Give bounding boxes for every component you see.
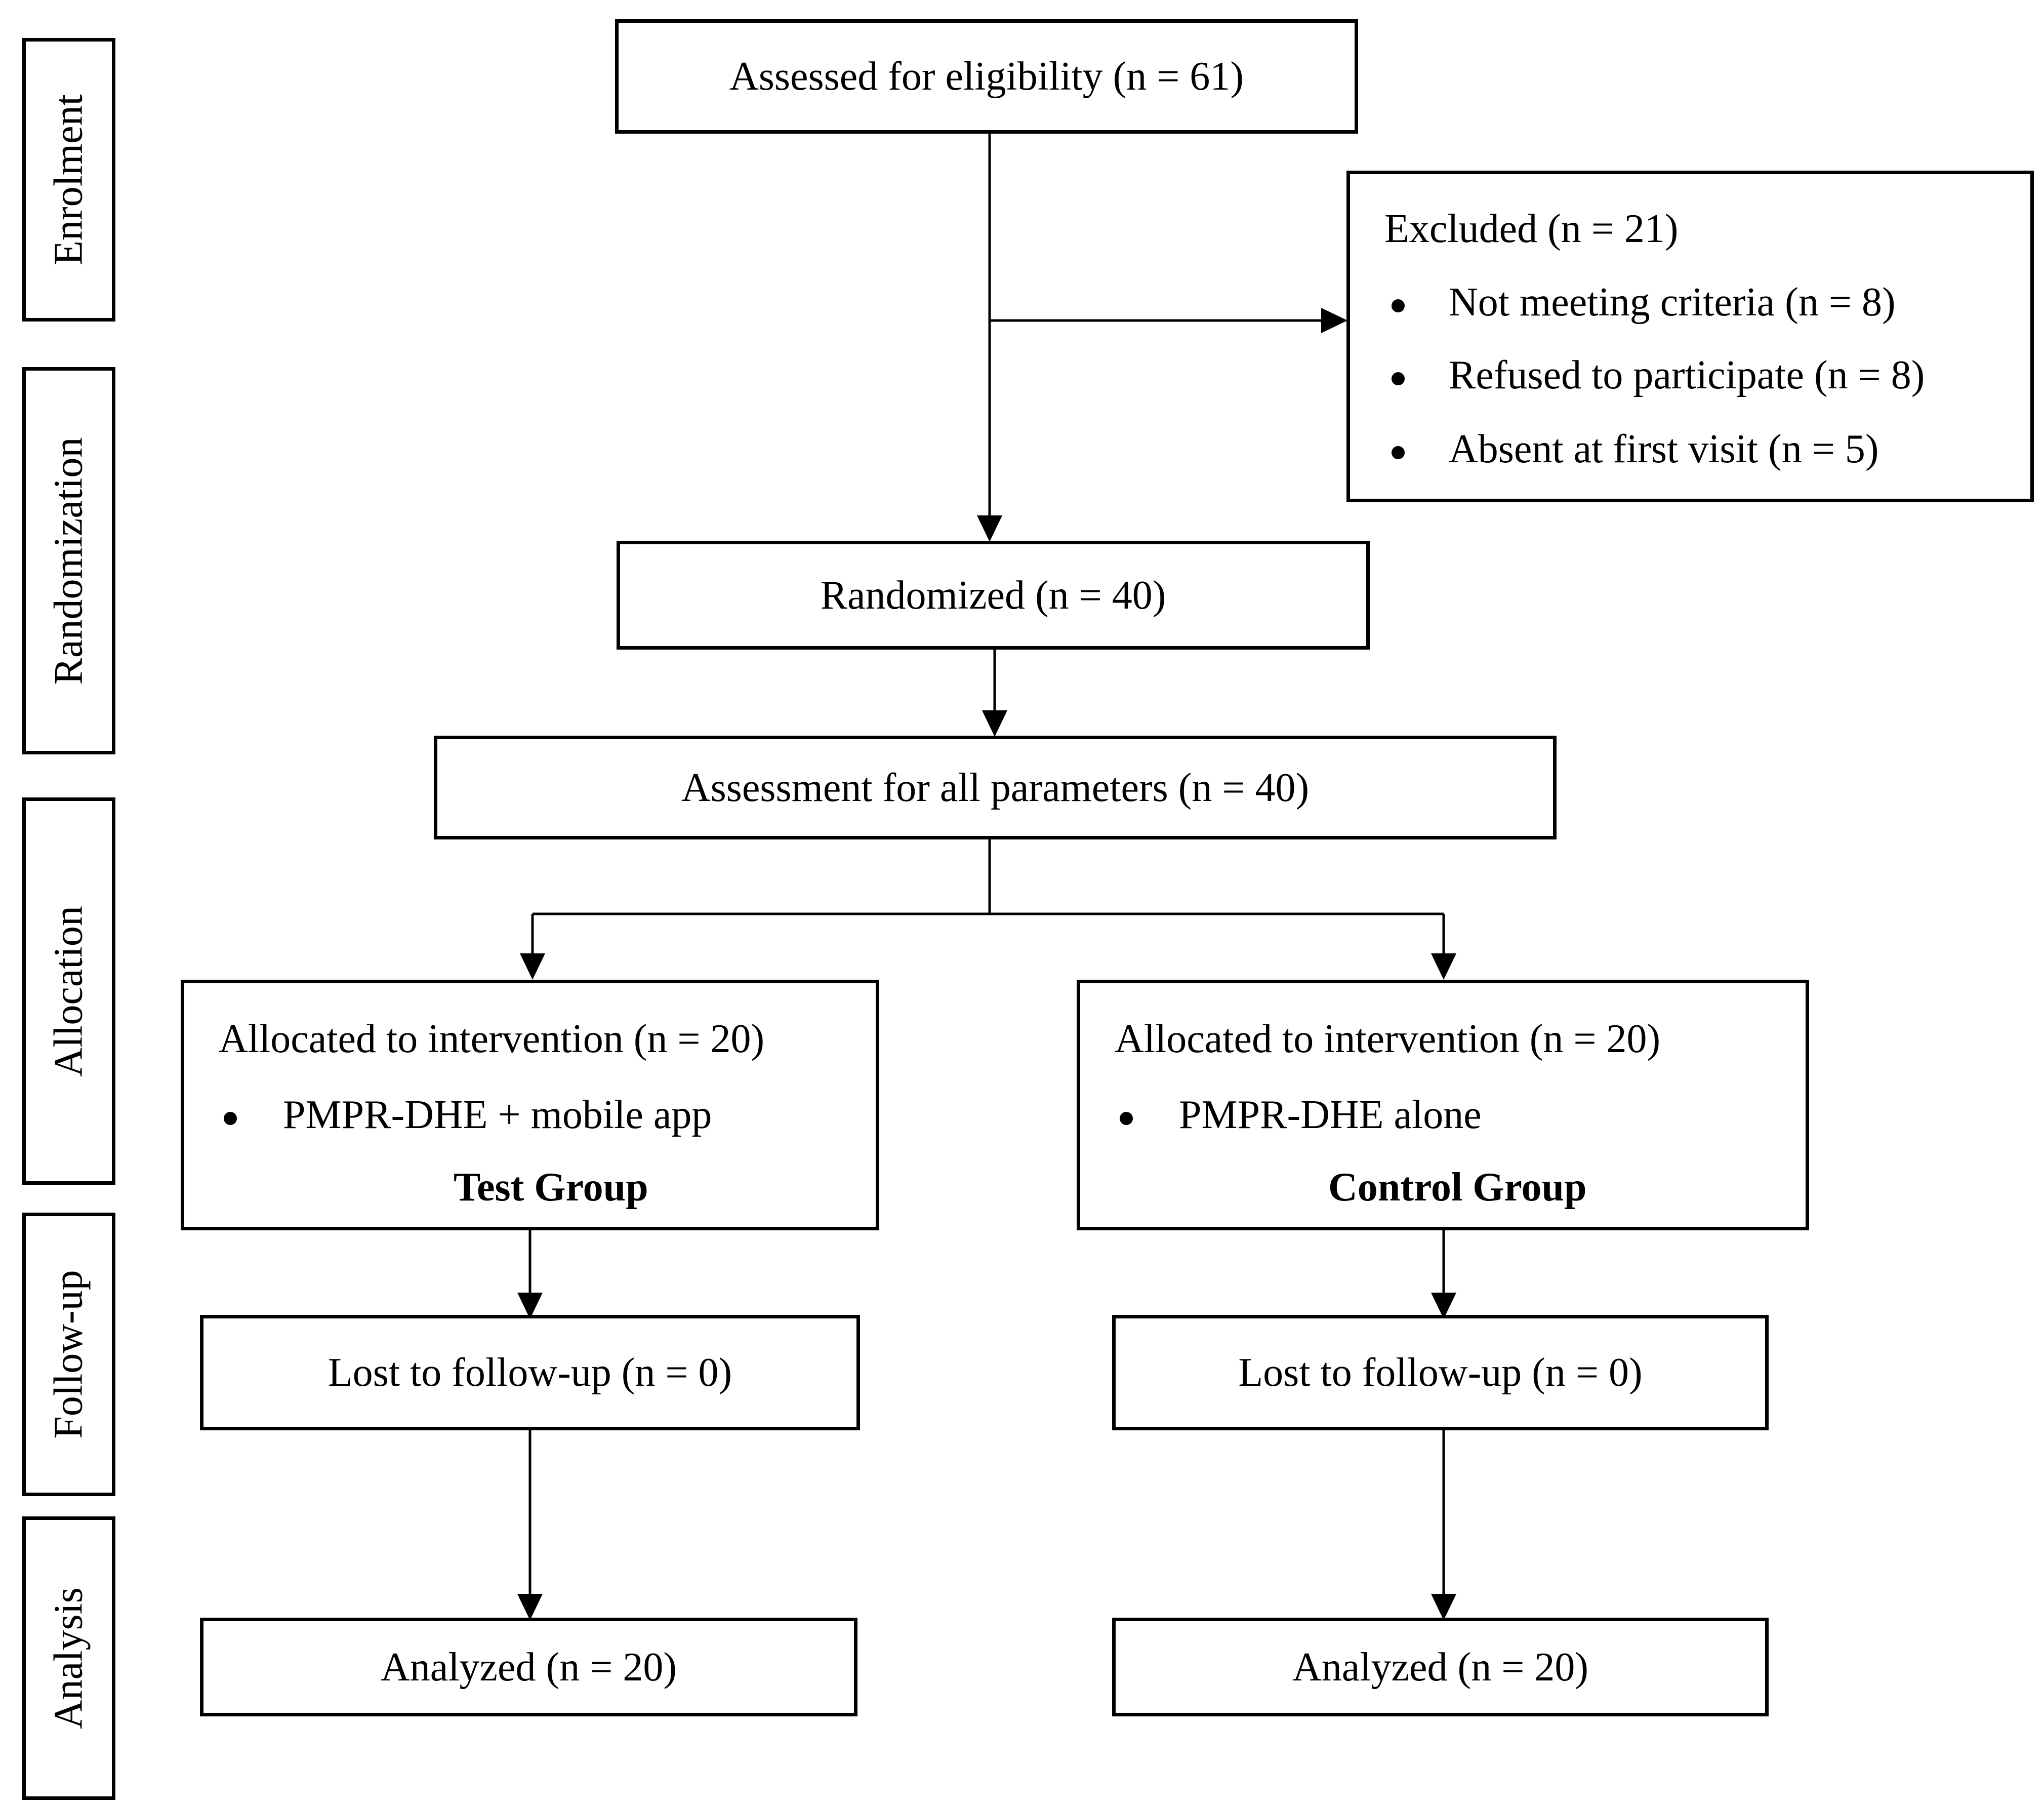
control-followup-label: Lost to follow-up (n = 0): [1238, 1350, 1643, 1395]
phase-follow-up: Follow-up: [22, 1213, 115, 1496]
control-group-label: Control Group: [1328, 1165, 1587, 1210]
arrowhead-test-analyzed: [517, 1594, 543, 1620]
box-assessed-for-eligibility: Assessed for eligibility (n = 61): [615, 19, 1358, 134]
test-analyzed-label: Analyzed (n = 20): [381, 1644, 677, 1690]
arrowhead-randomized: [977, 515, 1002, 542]
box-control-allocation: Allocated to intervention (n = 20) PMPR-…: [1077, 980, 1809, 1230]
box-assessment-all-parameters: Assessment for all parameters (n = 40): [434, 736, 1557, 839]
bullet-icon: [1392, 372, 1405, 385]
assessment-label: Assessment for all parameters (n = 40): [681, 765, 1310, 810]
box-control-followup: Lost to follow-up (n = 0): [1112, 1315, 1769, 1430]
arrowhead-test-followup: [517, 1293, 543, 1319]
box-randomized: Randomized (n = 40): [617, 541, 1370, 650]
control-allocation-title: Allocated to intervention (n = 20): [1115, 1017, 1661, 1061]
bullet-icon: [224, 1112, 237, 1125]
phase-analysis: Analysis: [22, 1516, 115, 1800]
bullet-icon: [1120, 1112, 1133, 1125]
test-allocation-item: PMPR-DHE + mobile app: [283, 1093, 712, 1137]
arrowhead-test-allocation: [520, 953, 545, 980]
test-followup-label: Lost to follow-up (n = 0): [328, 1350, 732, 1395]
test-allocation-title: Allocated to intervention (n = 20): [219, 1017, 765, 1061]
phase-randomization: Randomization: [22, 367, 115, 754]
bullet-icon: [1392, 299, 1405, 312]
excluded-item-2: Refused to participate (n = 8): [1449, 353, 1925, 397]
bullet-icon: [1392, 446, 1405, 459]
excluded-item-1: Not meeting criteria (n = 8): [1449, 280, 1896, 325]
box-test-analyzed: Analyzed (n = 20): [200, 1618, 857, 1716]
arrowhead-control-analyzed: [1431, 1594, 1456, 1620]
excluded-item-3: Absent at first visit (n = 5): [1449, 427, 1879, 471]
control-allocation-item: PMPR-DHE alone: [1179, 1093, 1482, 1137]
phase-enrolment: Enrolment: [22, 38, 115, 322]
assessed-label: Assessed for eligibility (n = 61): [729, 54, 1244, 99]
box-excluded: Excluded (n = 21) Not meeting criteria (…: [1346, 171, 2034, 502]
arrowhead-control-allocation: [1431, 953, 1456, 980]
phase-allocation: Allocation: [22, 797, 115, 1185]
randomized-label: Randomized (n = 40): [820, 573, 1166, 618]
excluded-title: Excluded (n = 21): [1384, 207, 1679, 251]
box-test-allocation: Allocated to intervention (n = 20) PMPR-…: [181, 980, 879, 1230]
box-control-analyzed: Analyzed (n = 20): [1112, 1618, 1769, 1716]
arrowhead-assessment: [982, 710, 1007, 737]
test-group-label: Test Group: [454, 1165, 648, 1210]
box-test-followup: Lost to follow-up (n = 0): [200, 1315, 860, 1430]
control-analyzed-label: Analyzed (n = 20): [1292, 1644, 1588, 1690]
arrowhead-excluded: [1321, 308, 1347, 333]
arrowhead-control-followup: [1431, 1293, 1456, 1319]
